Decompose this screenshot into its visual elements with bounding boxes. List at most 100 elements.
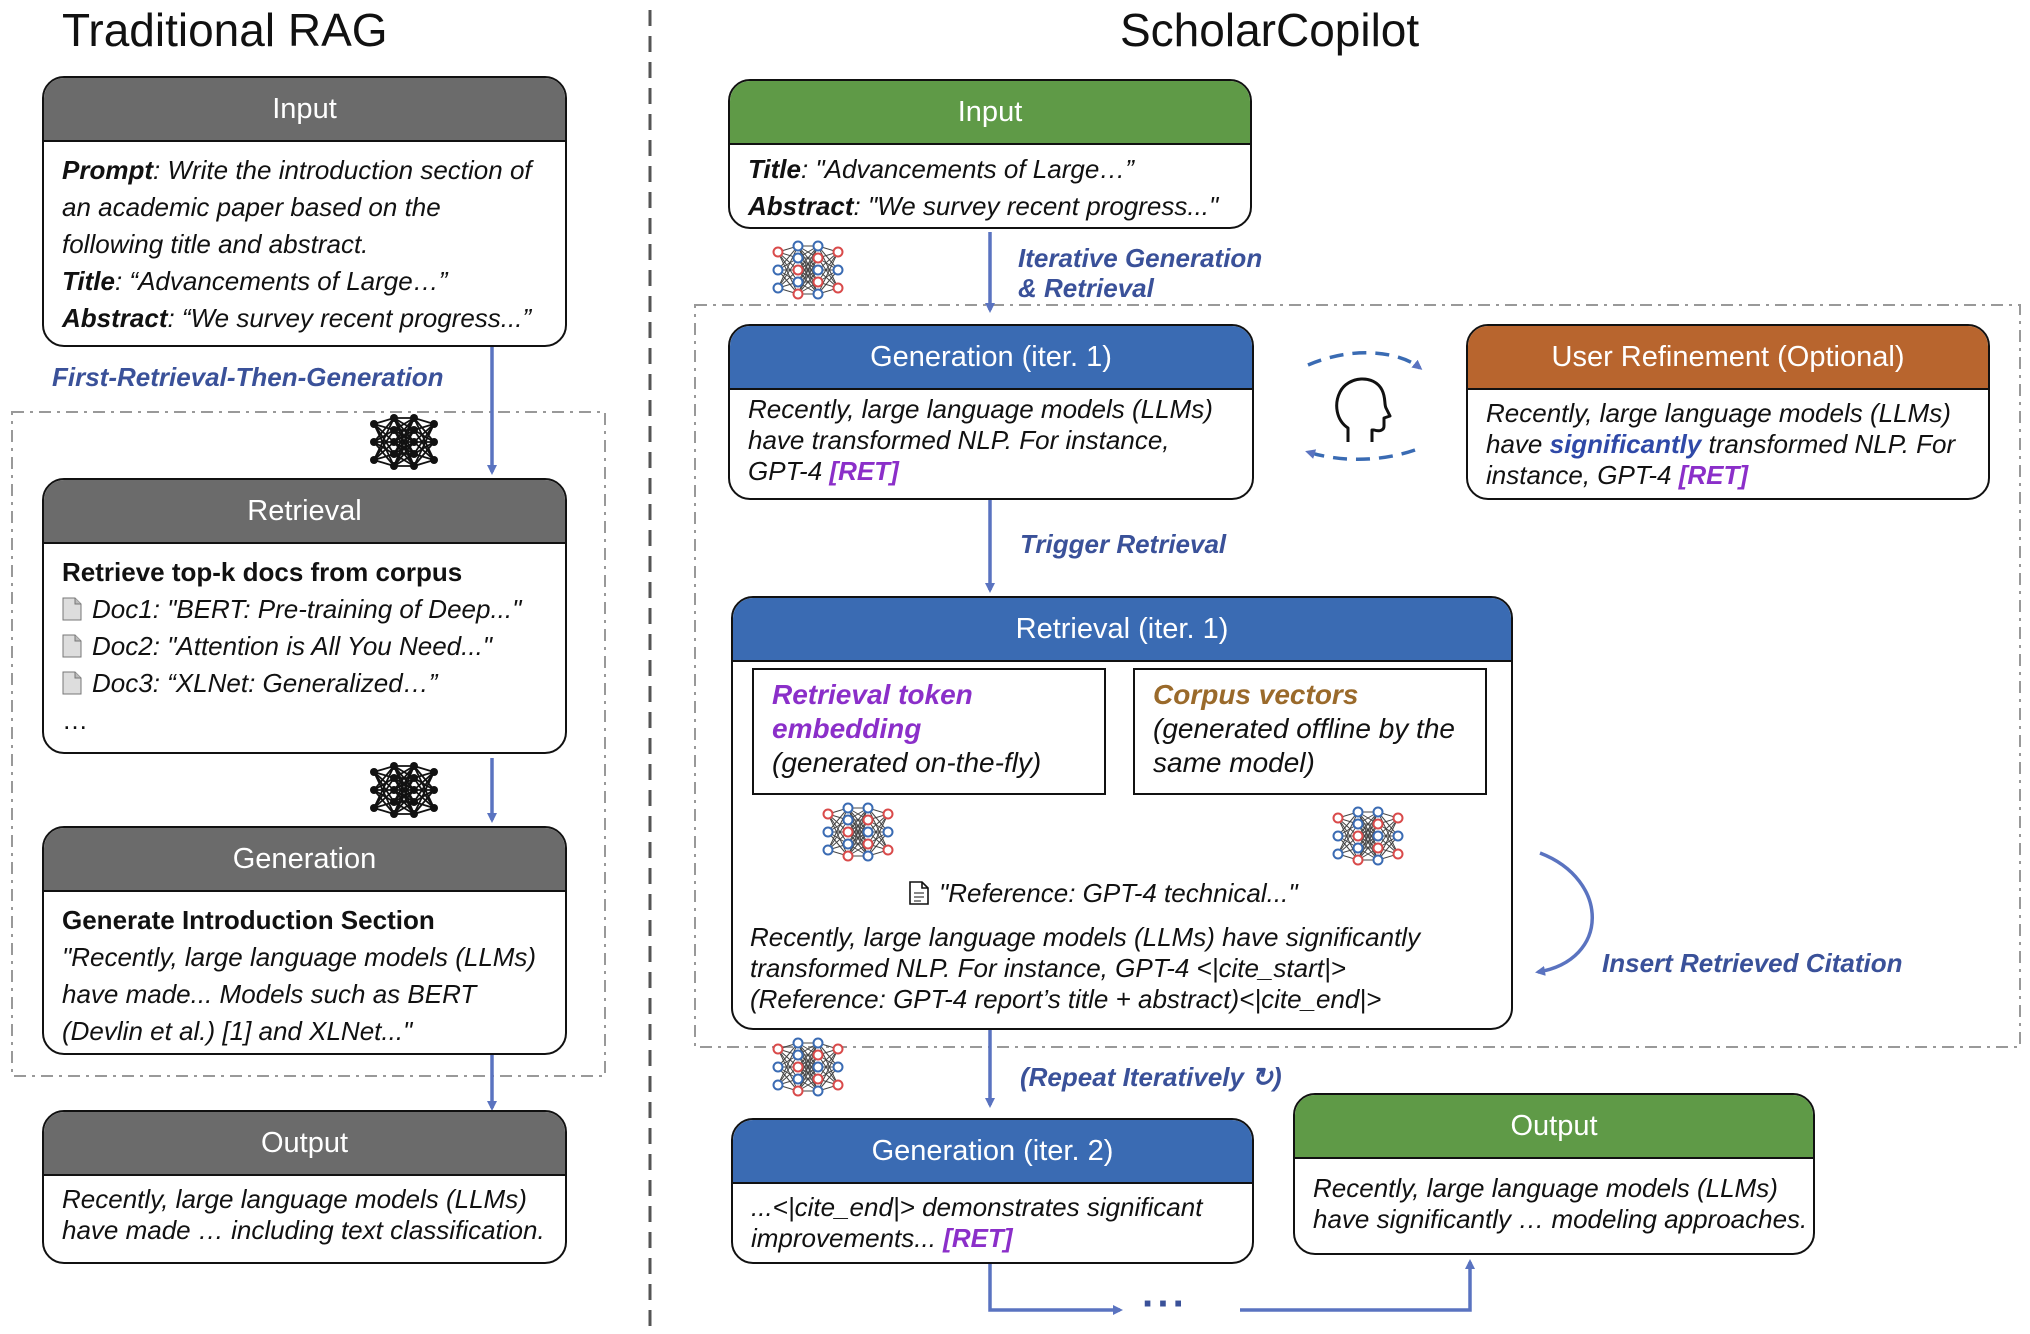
left-input-card: Input Prompt: Write the introduction sec… (42, 76, 567, 347)
repeat-iteratively-label: (Repeat Iteratively ↻) (1020, 1062, 1282, 1092)
refine-line2-pre: have (1486, 429, 1550, 459)
prompt-line3: following title and abstract. (62, 229, 369, 259)
document-icon (62, 597, 82, 621)
user-refinement-body: Recently, large language models (LLMs) h… (1486, 398, 1974, 491)
title-text: : “Advancements of Large…” (114, 266, 448, 296)
neural-network-icon (370, 762, 438, 818)
doc3: Doc3: “XLNet: Generalized…” (92, 668, 438, 698)
right-output-header: Output (1295, 1095, 1813, 1159)
right-output-card: Output Recently, large language models (… (1293, 1093, 1815, 1255)
left-output-card: Output Recently, large language models (… (42, 1110, 567, 1264)
corpus-line2: (generated offline by the (1153, 713, 1455, 744)
left-generation-header: Generation (44, 828, 565, 892)
gen1-line1: Recently, large language models (LLMs) (748, 394, 1213, 424)
right-title-text: : "Advancements of Large…” (800, 154, 1134, 184)
abstract-label: Abstract (62, 303, 168, 333)
gen-iter1-card: Generation (iter. 1) Recently, large lan… (728, 324, 1254, 500)
left-input-header: Input (44, 78, 565, 142)
insert-citation-label: Insert Retrieved Citation (1602, 948, 1903, 978)
left-output-header: Output (44, 1112, 565, 1176)
right-input-card: Input Title: "Advancements of Large…” Ab… (728, 79, 1252, 229)
left-generation-body: Generate Introduction Section "Recently,… (62, 902, 551, 1050)
left-input-body: Prompt: Write the introduction section o… (62, 152, 551, 337)
first-retrieval-label: First-Retrieval-Then-Generation (52, 362, 444, 392)
retrieval-result-text: Recently, large language models (LLMs) h… (750, 922, 1420, 1015)
retrieval-iter1-header: Retrieval (iter. 1) (733, 598, 1511, 662)
user-refinement-header: User Refinement (Optional) (1468, 326, 1988, 390)
continuation-ellipsis: ··· (1142, 1282, 1188, 1326)
right-output-line1: Recently, large language models (LLMs) (1313, 1173, 1778, 1203)
right-output-line2: have significantly … modeling approaches… (1313, 1204, 1808, 1234)
token-line1: Retrieval token (772, 679, 973, 710)
gen2-line1: ...<|cite_end|> demonstrates significant (751, 1192, 1203, 1222)
gen2-line2: improvements... (751, 1223, 944, 1253)
arrow-user-to-refine (1305, 448, 1416, 462)
retrieval-line3: (Reference: GPT-4 report’s title + abstr… (750, 984, 1382, 1014)
ret-token: [RET] (829, 456, 899, 486)
right-input-header: Input (730, 81, 1250, 145)
generation-line1: "Recently, large language models (LLMs) (62, 942, 537, 972)
left-retrieval-frame (11, 411, 606, 1077)
left-output-body: Recently, large language models (LLMs) h… (62, 1184, 551, 1246)
iterative-label-1: Iterative Generation (1018, 243, 1263, 273)
doc-item: Doc3: “XLNet: Generalized…” (62, 665, 551, 702)
arrow-refine-to-user (1307, 351, 1423, 370)
refine-line3: instance, GPT-4 (1486, 460, 1679, 490)
human-head-icon (1335, 377, 1392, 442)
right-iteration-frame (694, 304, 2021, 1048)
arrow-gen2-to-ellipsis (988, 1262, 1123, 1315)
gen1-line3: GPT-4 (748, 456, 830, 486)
doc2: Doc2: "Attention is All You Need..." (92, 631, 493, 661)
right-heading: ScholarCopilot (1120, 4, 1420, 56)
left-output-line2: have made … including text classificatio… (62, 1215, 545, 1245)
document-icon (62, 634, 82, 658)
generation-line3: (Devlin et al.) [1] and XLNet..." (62, 1016, 413, 1046)
left-retrieval-body: Retrieve top-k docs from corpus Doc1: "B… (62, 554, 551, 739)
right-abstract-label: Abstract (748, 191, 854, 221)
retrieval-token-box: Retrieval token embedding (generated on-… (752, 668, 1106, 795)
prompt-text: : Write the introduction section of (153, 155, 532, 185)
user-refinement-card: User Refinement (Optional) Recently, lar… (1466, 324, 1990, 500)
left-output-line1: Recently, large language models (LLMs) (62, 1184, 527, 1214)
neural-network-icon (370, 414, 438, 470)
retrieval-line1: Recently, large language models (LLMs) h… (750, 922, 1421, 952)
retrieval-title: Retrieve top-k docs from corpus (62, 557, 463, 587)
left-retrieval-header: Retrieval (44, 480, 565, 544)
corpus-line3: same model) (1153, 747, 1315, 778)
left-heading: Traditional RAG (62, 4, 388, 56)
prompt-line2: an academic paper based on the (62, 192, 441, 222)
corpus-line1: Corpus vectors (1153, 679, 1359, 710)
right-title-label: Title (748, 154, 801, 184)
right-input-body: Title: "Advancements of Large…” Abstract… (748, 151, 1236, 225)
gen-iter2-header: Generation (iter. 2) (733, 1120, 1252, 1184)
left-generation-card: Generation Generate Introduction Section… (42, 826, 567, 1055)
neural-network-icon (822, 802, 894, 862)
left-retrieval-card: Retrieval Retrieve top-k docs from corpu… (42, 478, 567, 754)
gen-iter2-card: Generation (iter. 2) ...<|cite_end|> dem… (731, 1118, 1254, 1264)
generation-title: Generate Introduction Section (62, 905, 435, 935)
token-line3: (generated on-the-fly) (772, 747, 1042, 778)
right-abstract-text: : "We survey recent progress..." (853, 191, 1219, 221)
title-label: Title (62, 266, 115, 296)
doc-item: Doc2: "Attention is All You Need..." (62, 628, 551, 665)
neural-network-icon (772, 1037, 844, 1097)
iterative-label-2: & Retrieval (1018, 273, 1154, 303)
token-line2: embedding (772, 713, 922, 744)
doc1: Doc1: "BERT: Pre-training of Deep..." (92, 594, 522, 624)
prompt-label: Prompt (62, 155, 153, 185)
trigger-retrieval-label: Trigger Retrieval (1020, 529, 1227, 559)
refine-emphasis: significantly (1549, 429, 1702, 459)
doc-item: Doc1: "BERT: Pre-training of Deep..." (62, 591, 551, 628)
reference-line: "Reference: GPT-4 technical..." (909, 878, 1298, 909)
retrieval-iter1-card: Retrieval (iter. 1) Retrieval token embe… (731, 596, 1513, 1030)
gen-iter1-header: Generation (iter. 1) (730, 326, 1252, 390)
ret-token: [RET] (1678, 460, 1749, 490)
gen-iter2-body: ...<|cite_end|> demonstrates significant… (751, 1192, 1238, 1254)
reference-text: "Reference: GPT-4 technical..." (939, 878, 1298, 908)
right-output-body: Recently, large language models (LLMs) h… (1313, 1173, 1808, 1235)
neural-network-icon (1332, 806, 1404, 866)
arrow-insert-citation (1535, 851, 1594, 976)
refine-line2-post: transformed NLP. For (1701, 429, 1956, 459)
gen1-line2: have transformed NLP. For instance, (748, 425, 1170, 455)
